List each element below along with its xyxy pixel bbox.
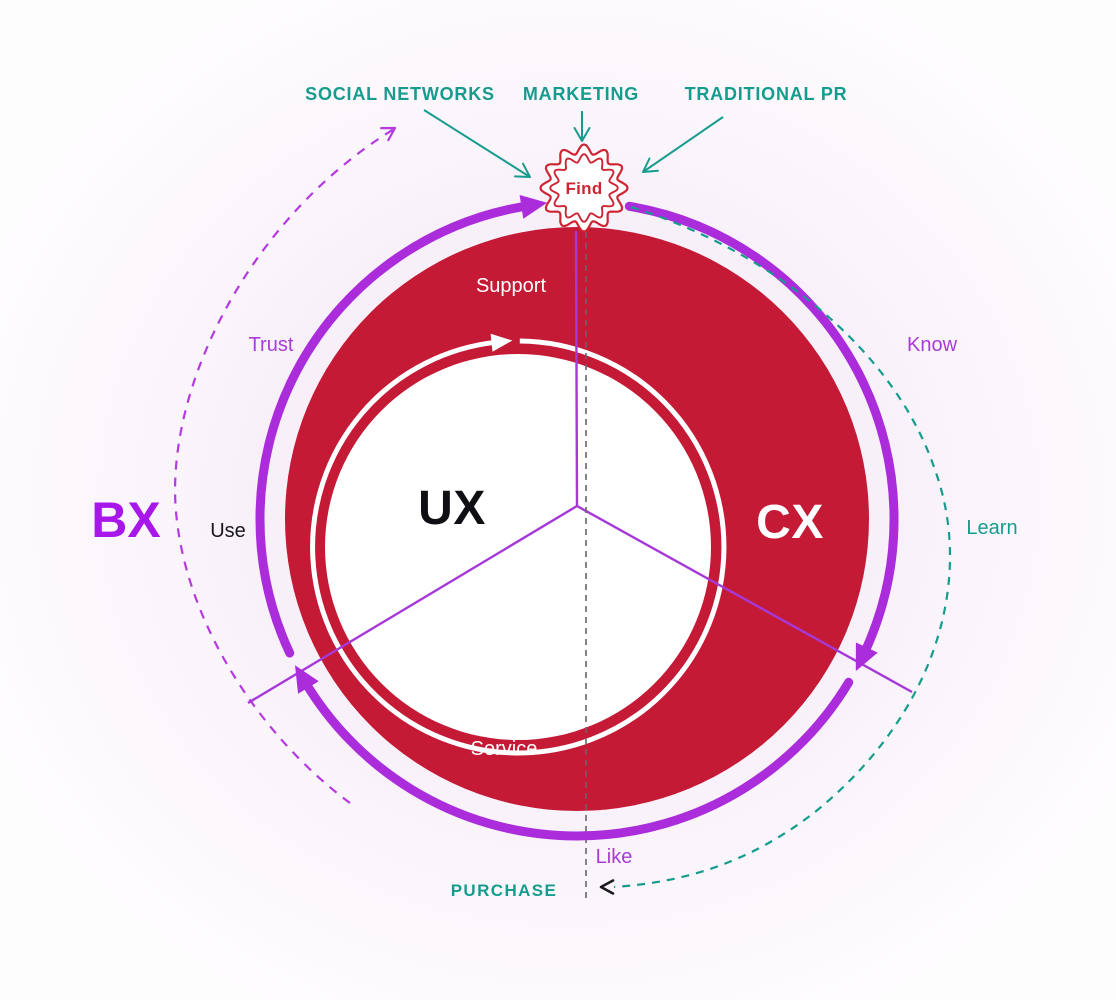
inner-ring-arrowhead-icon bbox=[490, 333, 513, 352]
social-networks-arrow bbox=[423, 109, 531, 178]
label-zone-bx: BX bbox=[91, 492, 160, 548]
marketing-arrowhead-icon bbox=[573, 127, 591, 142]
label-stage-use: Use bbox=[210, 520, 246, 542]
label-stage-learn: Learn bbox=[966, 517, 1017, 539]
bx-dashed-arc bbox=[174, 128, 395, 804]
label-stage-purchase: PURCHASE bbox=[451, 881, 558, 900]
label-zone-ux: UX bbox=[418, 482, 486, 535]
label-zone-cx: CX bbox=[756, 496, 824, 549]
find-badge-label: Find bbox=[565, 179, 602, 198]
find-badge-inner-seal-icon bbox=[549, 153, 619, 223]
purple-arc-segment-right bbox=[624, 201, 899, 658]
bx-arc-arrowhead-icon bbox=[380, 126, 397, 142]
purple-arrowhead-right-icon bbox=[855, 642, 878, 672]
label-stage-support: Support bbox=[476, 275, 546, 297]
label-stage-like: Like bbox=[596, 846, 633, 868]
purple-arrowhead-top-icon bbox=[519, 195, 548, 219]
spoke-bottom-left bbox=[247, 504, 578, 705]
traditional-pr-arrowhead-icon bbox=[642, 157, 659, 173]
purple-arc-segment-bottom bbox=[300, 677, 854, 841]
find-badge-outer-seal-icon bbox=[539, 143, 629, 233]
journey-arrowhead-icon bbox=[599, 879, 615, 895]
purple-arc-segment-left bbox=[255, 201, 532, 658]
label-traditional-pr: TRADITIONAL PR bbox=[685, 84, 848, 104]
journey-dashed-arc bbox=[613, 205, 952, 889]
label-marketing: MARKETING bbox=[523, 84, 639, 104]
label-social-networks: SOCIAL NETWORKS bbox=[305, 84, 495, 104]
inner-white-ring bbox=[310, 338, 727, 756]
spoke-top bbox=[574, 230, 579, 507]
label-stage-know: Know bbox=[907, 334, 958, 356]
label-stage-service: Service bbox=[471, 738, 538, 760]
social-networks-arrowhead-icon bbox=[514, 162, 531, 178]
purple-arrowhead-left-icon bbox=[295, 665, 319, 694]
find-badge: Find bbox=[539, 143, 629, 233]
label-stage-trust: Trust bbox=[249, 334, 294, 356]
traditional-pr-arrow bbox=[642, 116, 724, 173]
ux-white-circle bbox=[325, 354, 711, 740]
